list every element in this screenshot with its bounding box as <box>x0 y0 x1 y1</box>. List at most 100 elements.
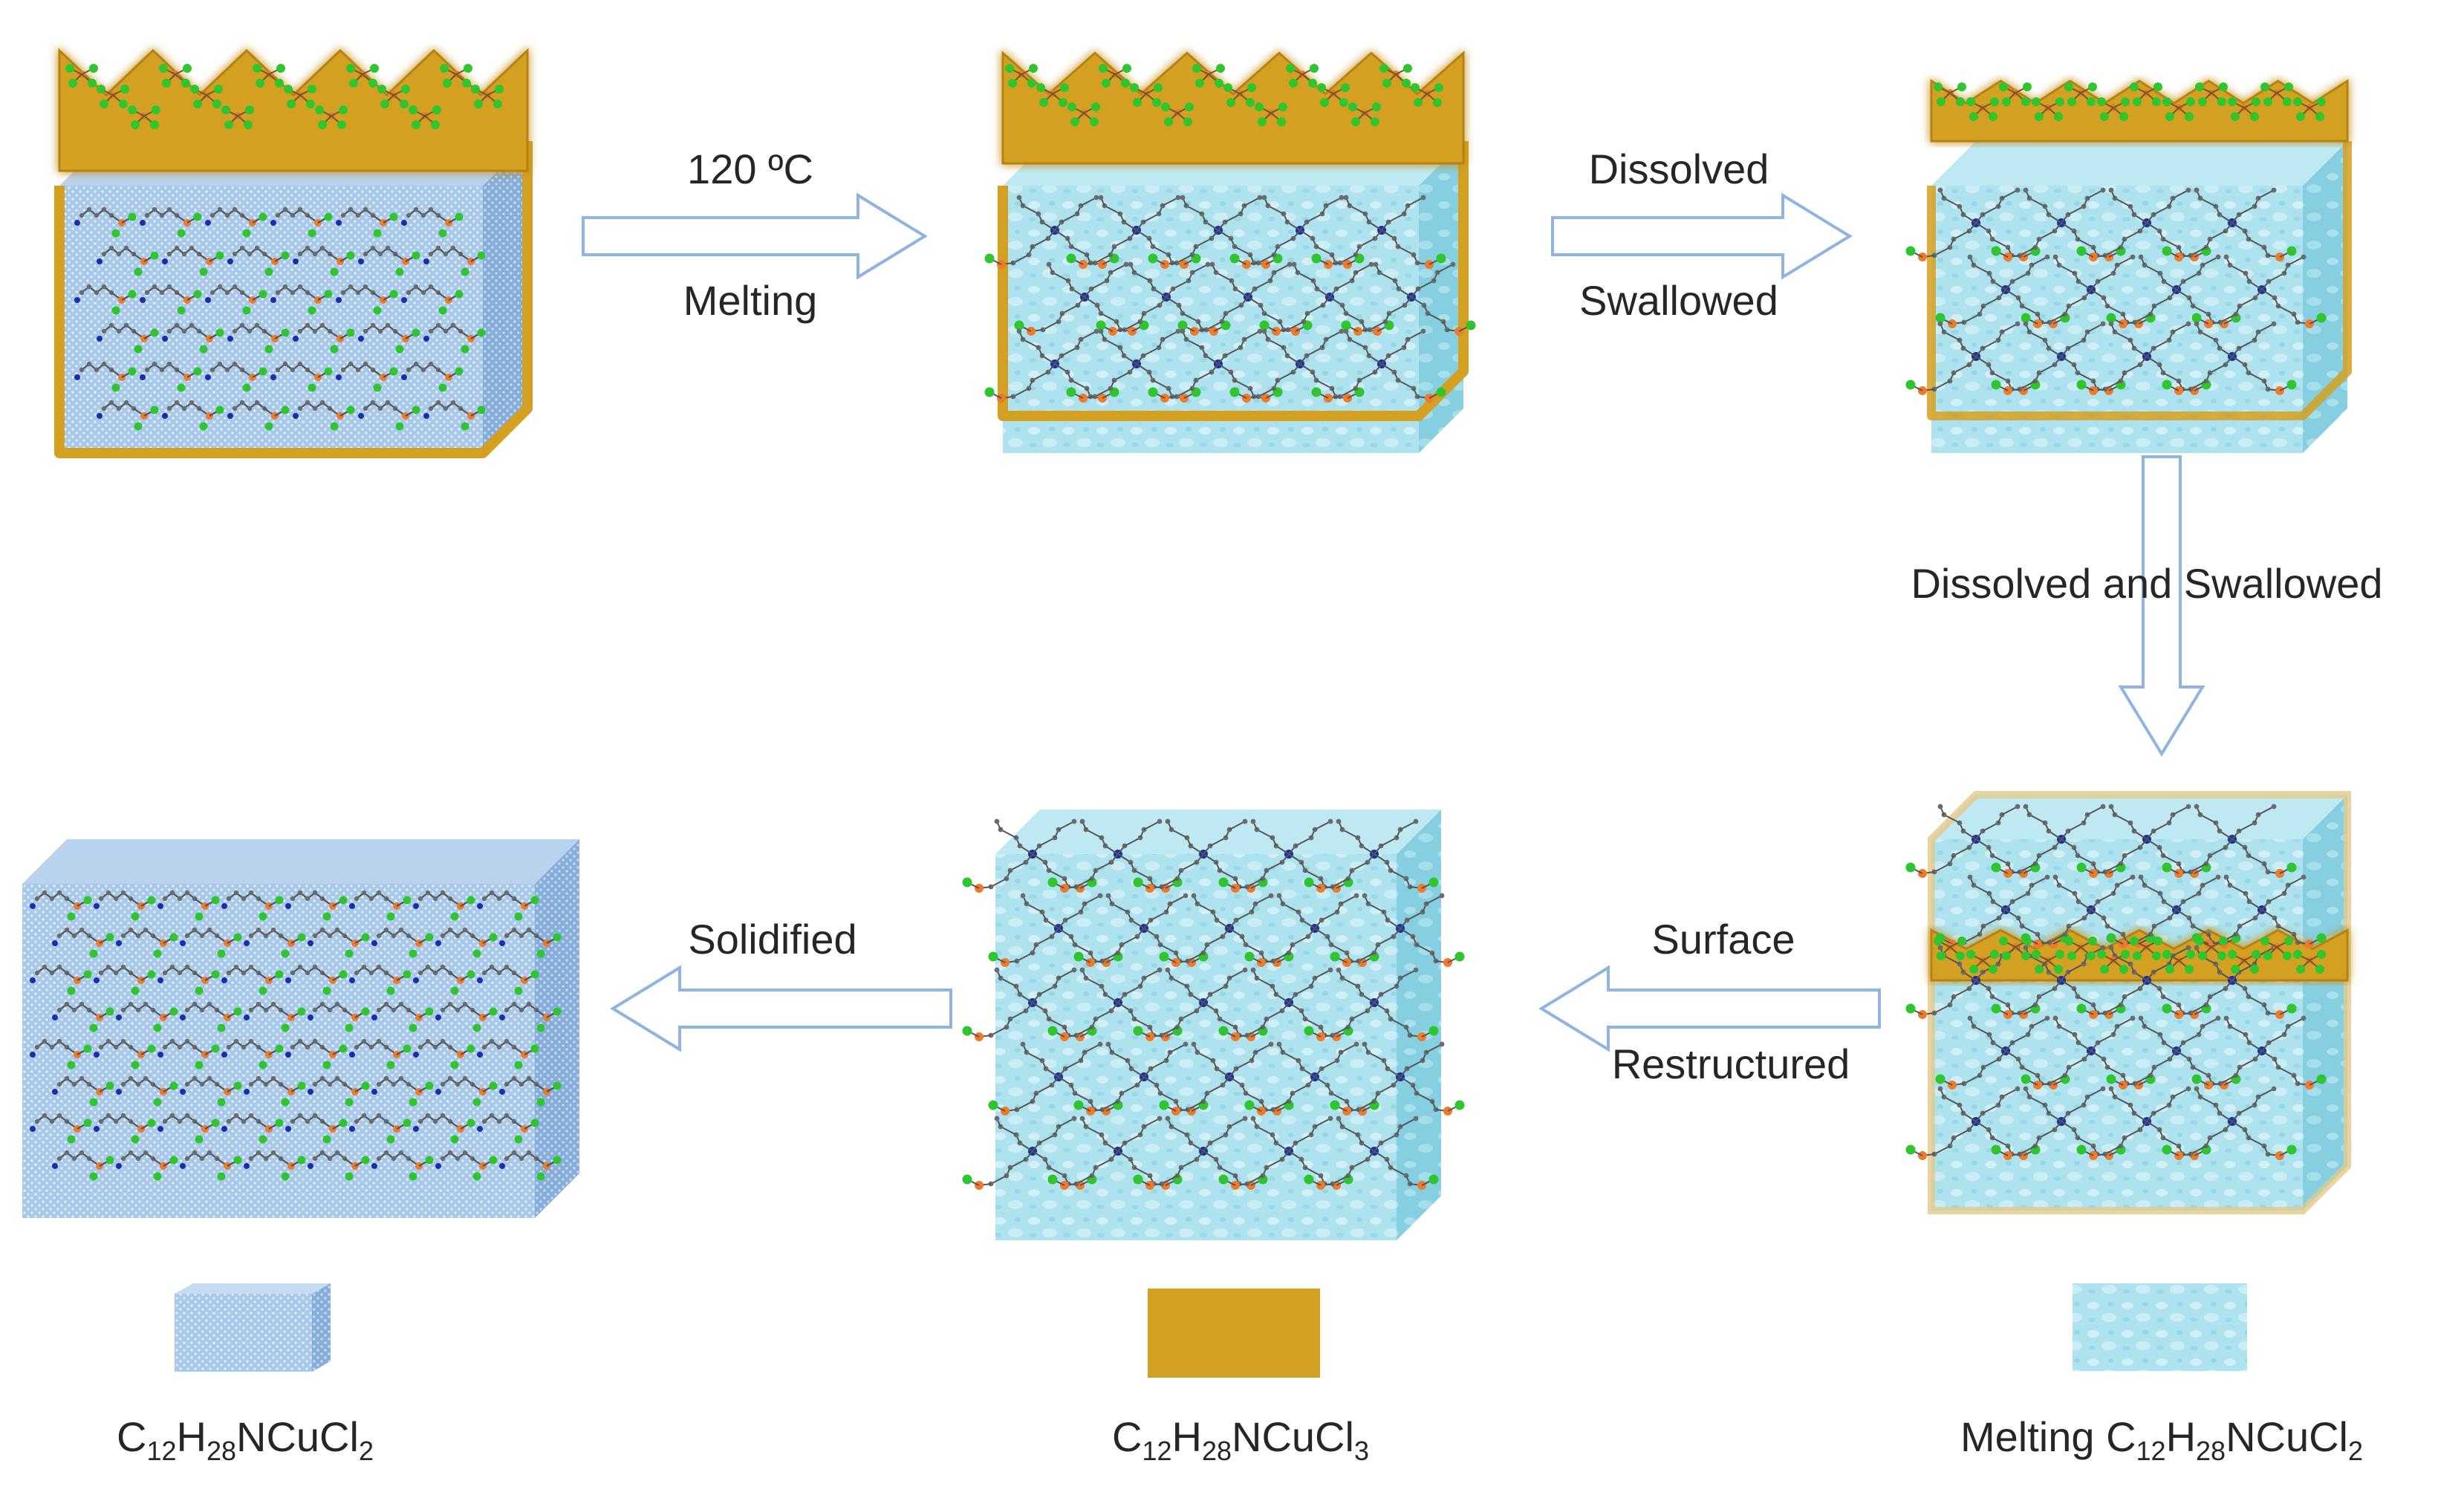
carbon-atom <box>128 1075 134 1081</box>
carbon-atom <box>440 964 446 970</box>
carbon-atom <box>440 1038 446 1044</box>
chlorine-atom <box>245 105 254 114</box>
carbon-atom <box>370 400 376 406</box>
bond <box>2209 847 2226 856</box>
carbon-atom <box>1165 1116 1171 1121</box>
chlorine-atom <box>111 306 120 315</box>
bond <box>1229 969 1246 979</box>
bond <box>2220 1075 2237 1084</box>
carbon-atom <box>1071 818 1077 824</box>
carbon-atom <box>440 1113 446 1118</box>
carbon-atom <box>105 1113 111 1118</box>
carbon-atom <box>199 1081 205 1087</box>
bond <box>1048 870 1065 879</box>
carbon-atom <box>71 1007 77 1013</box>
carbon-atom <box>247 328 253 334</box>
carbon-atom <box>2185 1086 2191 1092</box>
bond <box>1358 952 1375 962</box>
carbon-atom <box>116 251 122 257</box>
chlorine-atom <box>322 1061 331 1069</box>
nitrogen-atom <box>413 1052 419 1058</box>
carbon-atom <box>113 896 119 902</box>
nitrogen-atom <box>499 940 505 946</box>
chlorine-atom <box>318 120 327 129</box>
carbon-atom <box>189 400 195 406</box>
carbon-atom <box>290 1118 296 1124</box>
bond <box>1225 305 1242 314</box>
chlorine-atom <box>259 912 267 921</box>
carbon-atom <box>377 251 383 257</box>
carbon-atom <box>143 927 149 933</box>
carbon-atom <box>123 322 129 328</box>
chlorine-atom <box>1348 102 1357 111</box>
bond <box>1134 870 1151 879</box>
bond <box>1143 305 1160 314</box>
carbon-atom <box>428 251 434 257</box>
bond <box>2182 893 2200 902</box>
bond <box>1282 903 1299 913</box>
chlorine-atom <box>472 1172 481 1181</box>
nitrogen-atom <box>52 1015 58 1020</box>
chlorine-atom <box>2076 1003 2087 1014</box>
chlorine-atom <box>297 933 306 942</box>
chlorine-atom <box>438 229 447 238</box>
carbon-atom <box>2023 804 2029 810</box>
nitrogen-atom <box>349 1126 355 1132</box>
bond <box>1304 1018 1322 1028</box>
chlorine-atom <box>1317 83 1326 92</box>
chlorine-atom <box>461 345 469 354</box>
bond <box>2202 256 2219 266</box>
nitrogen-atom <box>52 940 58 946</box>
block-restructuring <box>1905 791 2351 1214</box>
chlorine-atom <box>455 212 464 221</box>
carbon-atom <box>49 1118 55 1124</box>
chlorine-atom <box>199 345 208 354</box>
bond <box>1953 230 1970 240</box>
chlorine-atom <box>403 970 412 979</box>
carbon-atom <box>248 890 254 896</box>
chlorine-atom <box>1966 97 1975 106</box>
carbon-atom <box>2130 874 2136 880</box>
chlorine-atom <box>181 79 190 88</box>
carbon-atom <box>143 1001 149 1007</box>
carbon-atom <box>248 933 254 939</box>
bond <box>1197 903 1214 913</box>
bond <box>1094 388 1111 397</box>
carbon-atom <box>334 1075 340 1081</box>
chlorine-atom <box>1966 950 1975 959</box>
molecular-network <box>1905 187 2327 395</box>
bond <box>1355 264 1372 273</box>
carbon-atom <box>297 251 303 257</box>
bond <box>1074 1092 1091 1102</box>
carbon-atom <box>398 927 404 933</box>
formula-part: C <box>117 1413 147 1460</box>
carbon-atom <box>319 1150 325 1156</box>
carbon-atom <box>1093 195 1099 201</box>
carbon-atom <box>2100 945 2106 951</box>
carbon-atom <box>1205 261 1211 267</box>
chlorine-atom <box>89 1098 98 1107</box>
chlorine-atom <box>530 1044 539 1053</box>
chlorine-atom <box>1308 79 1317 88</box>
carbon-atom <box>383 1001 389 1007</box>
bond <box>2114 955 2131 965</box>
chlorine-atom <box>461 422 469 431</box>
carbon-atom <box>297 284 303 290</box>
carbon-atom <box>1079 967 1085 973</box>
bond <box>1400 969 1417 979</box>
chlorine-atom <box>1161 102 1170 111</box>
carbon-atom <box>113 1044 119 1050</box>
carbon-atom <box>355 367 361 373</box>
bond <box>2124 364 2141 374</box>
carbon-atom <box>391 1156 397 1162</box>
bond <box>2038 847 2055 856</box>
chlorine-atom <box>1935 313 1945 323</box>
nitrogen-atom <box>94 1052 100 1058</box>
carbon-atom <box>376 1113 382 1118</box>
carbon-atom <box>152 361 157 367</box>
carbon-atom <box>209 212 215 218</box>
carbon-atom <box>56 933 62 939</box>
bond <box>2144 264 2161 274</box>
chlorine-atom <box>536 949 545 958</box>
